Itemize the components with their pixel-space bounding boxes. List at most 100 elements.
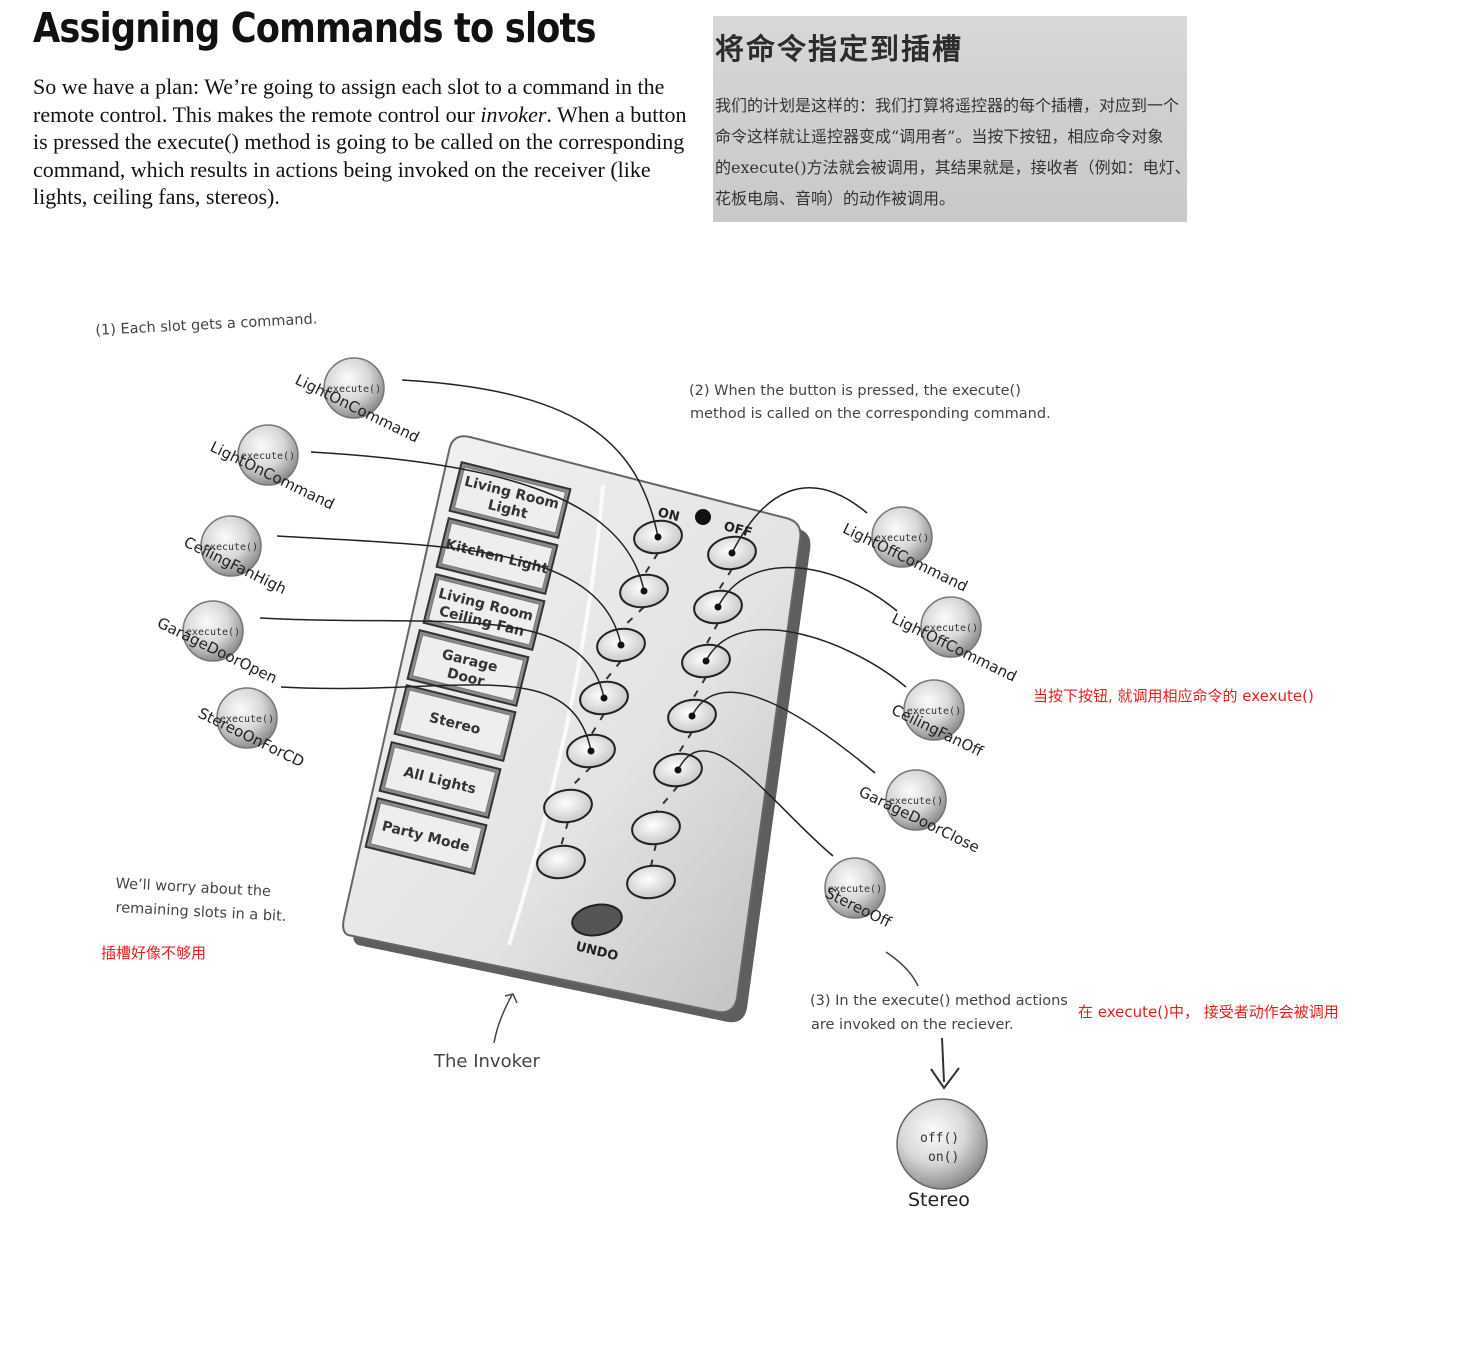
step3-annotation-line: (3) In the execute() method actions	[810, 993, 1068, 1009]
receiver-method: on()	[928, 1150, 959, 1165]
wires	[259, 379, 907, 857]
receiver-arrow	[930, 1037, 960, 1090]
wire-endpoint	[728, 549, 736, 557]
off-button[interactable]	[625, 863, 677, 901]
button-guide	[655, 785, 679, 813]
off-label: OFF	[722, 519, 754, 541]
translation-line: 命令这样就让遥控器变成“调用者”。当按下按钮，相应命令对象	[715, 127, 1164, 146]
command-wire	[401, 379, 659, 538]
command-object-off: execute()StereoOff	[822, 857, 895, 931]
translation-scan: 将命令指定到插槽 我们的计划是这样的：我们打算将遥控器的每个插槽，对应到一个 命…	[713, 16, 1187, 222]
command-wire	[280, 684, 592, 752]
remote-slot: Party Mode	[364, 796, 488, 876]
remote-slot: All Lights	[378, 740, 502, 820]
command-ball	[903, 679, 965, 741]
wire-endpoint	[640, 587, 648, 595]
receiver-method: off()	[920, 1131, 959, 1146]
button-guide	[590, 713, 605, 736]
command-object-off: execute()LightOffCommand	[840, 506, 971, 596]
invoker-label: The Invoker	[434, 1051, 540, 1072]
button-guide	[643, 552, 659, 576]
step3-annotation-line: are invoked on the reciever.	[811, 1017, 1014, 1033]
intro-text-start: So we have a plan: We’re going to assign…	[33, 74, 665, 127]
command-object-on: execute()StereoOnForCD	[195, 687, 307, 771]
command-ball	[824, 857, 886, 919]
execute-method-label: execute()	[875, 533, 929, 544]
command-ball	[885, 769, 947, 831]
command-wire	[310, 451, 645, 592]
on-button[interactable]	[542, 787, 594, 825]
command-object-on: execute()CeilingFanHigh	[181, 515, 289, 598]
execute-note: 在 execute()中， 接受者动作会被调用	[1078, 1003, 1339, 1021]
wire-endpoint	[600, 694, 608, 702]
command-ball	[216, 687, 278, 749]
execute-method-label: execute()	[327, 384, 381, 395]
wire-endpoint	[714, 603, 722, 611]
invoker-arrow	[493, 993, 518, 1044]
command-ball	[237, 424, 299, 486]
command-object-on: execute()LightOnCommand	[207, 424, 337, 513]
remote-divider	[507, 484, 605, 946]
wire-endpoint	[688, 712, 696, 720]
command-wire	[259, 617, 605, 699]
command-wire	[731, 487, 868, 554]
button-guide	[705, 622, 719, 646]
wire-endpoint	[702, 657, 710, 665]
receiver-name: Stereo	[908, 1189, 970, 1211]
execute-method-label: execute()	[186, 627, 240, 638]
command-ball	[920, 596, 982, 658]
intro-paragraph: So we have a plan: We’re going to assign…	[33, 73, 697, 211]
command-wire	[705, 628, 907, 688]
remote-slot: Stereo	[393, 683, 517, 763]
button-guide	[603, 660, 622, 683]
page-title: Assigning Commands to slots	[33, 4, 597, 52]
command-ball	[182, 600, 244, 662]
off-button[interactable]	[630, 809, 682, 847]
command-object-off: execute()CeilingFanOff	[889, 679, 986, 761]
step3-arrow	[885, 951, 919, 987]
execute-method-label: execute()	[241, 451, 295, 462]
execute-method-label: execute()	[889, 796, 943, 807]
button-guide	[677, 731, 693, 755]
execute-method-label: execute()	[828, 884, 882, 895]
command-wire	[276, 535, 622, 646]
wire-endpoint	[587, 747, 595, 755]
button-guide	[717, 568, 733, 592]
command-object-on: execute()GarageDoorOpen	[154, 600, 280, 687]
wire-endpoint	[674, 766, 682, 774]
button-guide	[620, 606, 645, 630]
command-object-on: execute()LightOnCommand	[292, 357, 422, 446]
command-object-off: execute()GarageDoorClose	[856, 769, 982, 856]
led-indicator	[695, 509, 711, 525]
button-guide	[560, 821, 569, 847]
remote-slot: GarageDoor	[406, 628, 530, 708]
command-ball	[871, 506, 933, 568]
step2-annotation-line: method is called on the corresponding co…	[690, 406, 1051, 422]
wire-endpoint	[654, 533, 662, 541]
remote-slot: Kitchen Light	[435, 516, 559, 596]
command-wire	[677, 750, 834, 857]
step2-annotation-line: (2) When the button is pressed, the exec…	[689, 383, 1021, 399]
undo-button[interactable]	[570, 901, 624, 939]
button-note: 当按下按钮, 就调用相应命令的 exexute()	[1033, 687, 1314, 705]
slots-note: 插槽好像不够用	[101, 944, 207, 962]
translation-title: 将命令指定到插槽	[715, 32, 964, 66]
execute-method-label: execute()	[204, 542, 258, 553]
command-ball	[200, 515, 262, 577]
on-label: ON	[656, 505, 681, 525]
translation-line: 的execute()方法就会被调用，其结果就是，接收者（例如：电灯、天	[715, 158, 1187, 177]
command-ball	[323, 357, 385, 419]
intro-invoker-term: invoker	[480, 101, 547, 127]
translation-line: 我们的计划是这样的：我们打算将遥控器的每个插槽，对应到一个	[715, 96, 1180, 115]
on-button[interactable]	[535, 843, 587, 881]
command-object-off: execute()LightOffCommand	[889, 596, 1020, 686]
button-guide	[650, 843, 657, 867]
command-wire	[691, 691, 876, 774]
command-wire	[717, 566, 898, 612]
button-guide	[567, 766, 592, 791]
translation-line: 花板电扇、音响）的动作被调用。	[715, 189, 956, 208]
button-guide	[691, 676, 707, 701]
execute-method-label: execute()	[220, 714, 274, 725]
